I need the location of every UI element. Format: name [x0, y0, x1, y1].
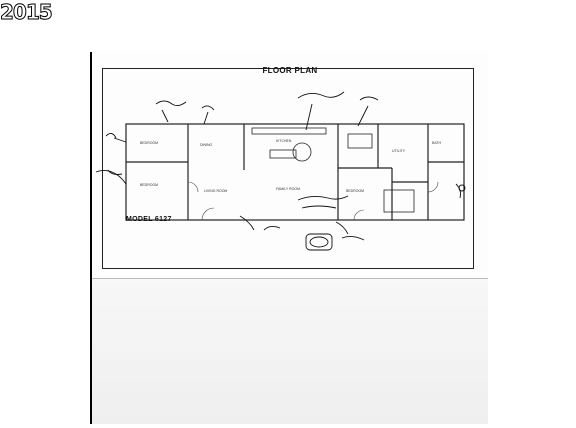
- room-label-family: FAMILY ROOM: [276, 187, 300, 191]
- model-label: MODEL 6127: [126, 216, 172, 223]
- year-watermark: 2015: [0, 0, 53, 24]
- room-label-bath: BATH: [432, 141, 442, 145]
- handwritten-note: [155, 100, 187, 107]
- floor-plan-title: FLOOR PLAN: [262, 66, 318, 75]
- room-label-living: LIVING ROOM: [204, 189, 227, 193]
- floor-plan-sheet: FLOOR PLAN: [92, 52, 488, 279]
- hot-tub-sketch: [305, 233, 333, 251]
- room-label-utility: UTILITY: [392, 149, 406, 153]
- sheet-border: [102, 68, 474, 269]
- room-label-bedroom-1: BEDROOM: [140, 141, 158, 145]
- blank-lower-page: [92, 279, 488, 424]
- floor-plan-drawing: BEDROOM BEDROOM LIVING ROOM FAMILY ROOM …: [95, 91, 466, 251]
- room-label-dining: DINING: [200, 143, 213, 147]
- exterior-wall: [125, 123, 465, 221]
- room-label-kitchen: KITCHEN: [276, 139, 292, 143]
- room-label-bedroom-2: BEDROOM: [140, 183, 158, 187]
- room-label-bedroom-3: BEDROOM: [346, 189, 364, 193]
- floor-plan-scan: FLOOR PLAN: [90, 52, 488, 424]
